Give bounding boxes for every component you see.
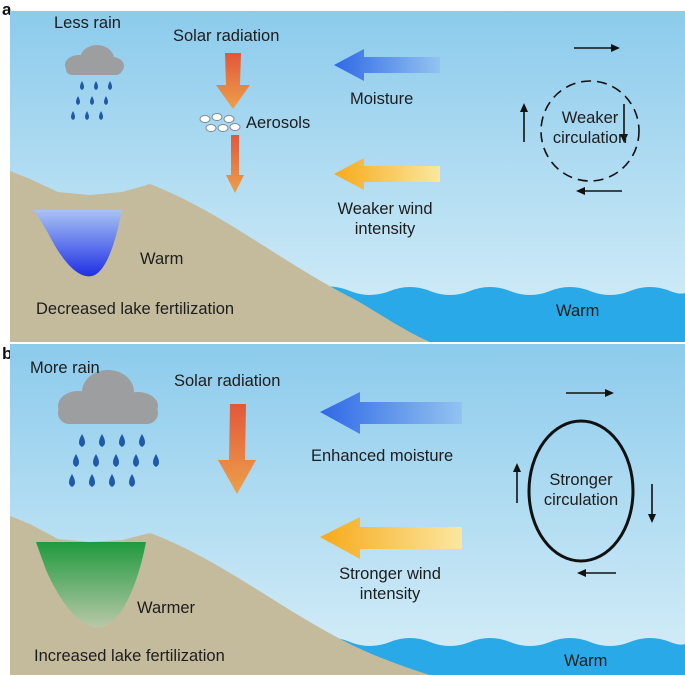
rain-label: More rain: [30, 359, 100, 377]
aerosols-label: Aerosols: [246, 114, 311, 132]
ocean: [310, 286, 685, 342]
panel-letter-a: a: [2, 0, 12, 19]
panel-b-illustration: [10, 344, 685, 675]
ocean: [310, 637, 685, 675]
cloud-icon: [58, 370, 158, 424]
solar-radiation-label: Solar radiation: [174, 372, 281, 390]
ocean-temperature-label: Warm: [564, 652, 608, 670]
weaker-circulation-loop: [540, 80, 640, 182]
ocean-temperature-label: Warm: [556, 302, 600, 320]
stronger-circulation-loop: [527, 419, 635, 563]
cloud-icon: [65, 45, 124, 75]
moisture-label: Moisture: [350, 90, 414, 108]
circulation-label-line1: Stronger: [549, 471, 613, 489]
circulation-label-line2: circulation: [543, 491, 619, 509]
moisture-arrow: [320, 392, 462, 434]
wind-label-line2: intensity: [354, 220, 416, 238]
wind-label-line1: Stronger wind: [339, 565, 441, 583]
panel-letter-b: b: [2, 344, 13, 363]
solar-radiation-arrow: [216, 53, 250, 109]
aerosols-icon: [199, 113, 241, 132]
wind-label-line1: Weaker wind: [337, 200, 433, 218]
fertilization-label: Decreased lake fertilization: [36, 300, 235, 318]
fertilization-label: Increased lake fertilization: [34, 647, 225, 665]
moisture-arrow: [334, 49, 440, 81]
circulation-label: Stronger circulation: [531, 470, 631, 510]
rain-label: Less rain: [54, 14, 121, 32]
solar-radiation-arrow: [218, 404, 256, 494]
raindrops-icon: [71, 81, 112, 120]
solar-radiation-label: Solar radiation: [173, 27, 280, 45]
circulation-arrows: [513, 389, 656, 577]
moisture-label: Enhanced moisture: [311, 447, 454, 465]
raindrops-icon: [69, 434, 159, 487]
lake: [34, 210, 122, 277]
wind-label: Stronger wind intensity: [315, 564, 465, 604]
circulation-label: Weaker circulation: [545, 108, 635, 148]
solar-radiation-arrow-reduced: [226, 135, 244, 193]
circulation-label-line2: circulation: [552, 129, 628, 147]
wind-label: Weaker wind intensity: [320, 199, 450, 239]
circulation-label-line1: Weaker: [561, 109, 619, 127]
wind-label-line2: intensity: [359, 585, 421, 603]
wind-arrow: [334, 158, 440, 190]
lake-temperature-label: Warmer: [137, 599, 196, 617]
lake: [36, 542, 146, 628]
panel-a-illustration: [10, 11, 685, 342]
panel-a: Less rain Solar radiation Aerosols Moist…: [10, 11, 685, 342]
panel-b: More rain Solar radiation Enhanced moist…: [10, 344, 685, 675]
wind-arrow: [320, 517, 462, 559]
lake-temperature-label: Warm: [140, 250, 184, 268]
circulation-arrows: [520, 44, 628, 195]
